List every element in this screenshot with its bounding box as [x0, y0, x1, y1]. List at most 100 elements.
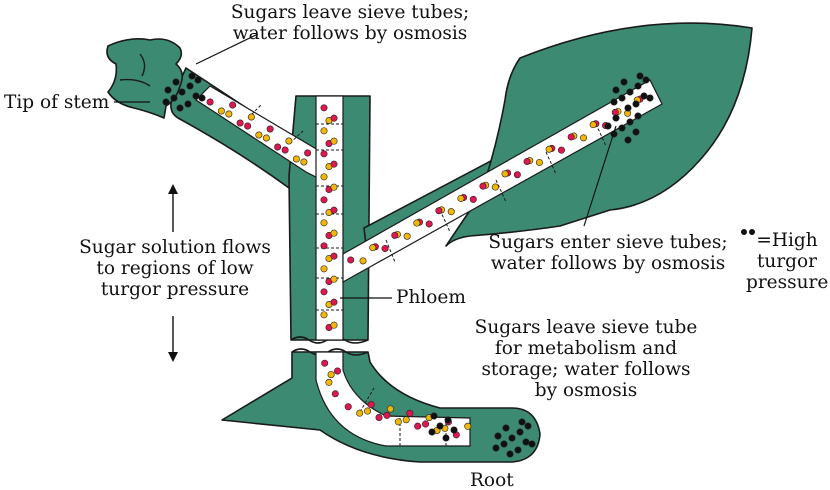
water-dot [620, 78, 628, 86]
water-dot [636, 72, 644, 80]
sugar-dot [281, 146, 289, 154]
sugar-dot [274, 143, 282, 151]
sugar-dot [545, 145, 553, 153]
water-dot [186, 82, 194, 90]
sugar-dot [266, 125, 274, 133]
water-dot [430, 412, 438, 420]
label-sugar-solution-flows: Sugar solution flows to regions of low t… [60, 237, 290, 300]
water-dot [646, 94, 654, 102]
label-line: turgor pressure [100, 279, 250, 300]
sugar-dot [330, 137, 338, 145]
sugar-dot [375, 413, 383, 421]
label-line: by osmosis [534, 380, 638, 401]
sugar-dot [414, 422, 422, 430]
label-sugars-leave-root: Sugars leave sieve tube for metabolism a… [460, 317, 712, 401]
sugar-dot [402, 416, 410, 424]
bud-line [139, 53, 146, 77]
water-dot [508, 434, 516, 442]
sugar-dot [292, 155, 300, 163]
sugar-dot [217, 107, 225, 115]
water-dot [518, 418, 526, 426]
sugar-dot [320, 265, 328, 273]
water-dot [192, 92, 200, 100]
sugar-dot [330, 275, 338, 283]
sugar-dot [491, 183, 499, 191]
label-tip-of-stem: Tip of stem [4, 92, 110, 113]
sieve-tube-main [315, 95, 344, 341]
sugar-dot [236, 119, 244, 127]
sieve-tube-lower [315, 351, 471, 447]
water-dot [632, 100, 640, 108]
water-molecules [162, 72, 654, 458]
sugar-dot [383, 411, 391, 419]
water-dot [604, 122, 612, 130]
label-phloem: Phloem [396, 287, 466, 308]
sugar-dot [469, 195, 477, 203]
sugar-dot [330, 183, 338, 191]
sugar-dot [325, 378, 333, 386]
label-line: =High [756, 230, 818, 251]
water-dot [634, 82, 642, 90]
label-line: for metabolism and [494, 338, 678, 359]
water-dot [194, 76, 202, 84]
label-line: Sugars enter sieve tubes; [488, 232, 728, 253]
bud-line-2 [119, 78, 151, 87]
sugar-dot [327, 371, 335, 379]
sugar-dot [523, 158, 531, 166]
sugar-molecules [206, 95, 644, 439]
water-dot [172, 78, 180, 86]
water-dot [624, 136, 632, 144]
sugar-dot [206, 98, 214, 106]
water-dot [502, 424, 510, 432]
sugar-dot [557, 146, 565, 154]
sugar-dot [589, 121, 597, 129]
sugar-dot [567, 133, 575, 141]
sugar-dot [422, 420, 430, 428]
sugar-dot [320, 219, 328, 227]
label-line: to regions of low [96, 258, 254, 279]
sugar-dot [425, 220, 433, 228]
sugar-dot [381, 245, 389, 253]
sugar-dot [229, 101, 237, 109]
water-dot [524, 422, 532, 430]
water-dot [626, 118, 634, 126]
key-dot-1 [741, 229, 747, 235]
water-dot [506, 450, 514, 458]
flow-arrow-up-head [168, 184, 178, 194]
sugar-dot [580, 134, 588, 142]
sugar-dot [330, 252, 338, 260]
sugar-dot [394, 418, 402, 426]
sugar-dot [479, 182, 487, 190]
water-dot [444, 416, 452, 424]
sugar-dot [359, 257, 367, 265]
sugar-dot [413, 219, 421, 227]
sugar-dot [320, 173, 328, 181]
sugar-dot [369, 244, 377, 252]
sugar-dot [320, 127, 328, 135]
water-dot [428, 428, 436, 436]
water-dot [522, 438, 530, 446]
sugar-dot [320, 242, 328, 250]
sugar-dot [285, 137, 293, 145]
leader-enter-sieve [583, 125, 617, 227]
sugar-dot [364, 407, 372, 415]
sugar-dot [344, 403, 352, 411]
water-dot [624, 104, 632, 112]
sugar-dot [367, 401, 375, 409]
sugar-dot [347, 256, 355, 264]
sugar-dot [330, 160, 338, 168]
sugar-dot [320, 150, 328, 158]
water-dot [184, 100, 192, 108]
sugar-dot [356, 409, 364, 417]
label-line: water follows by osmosis [490, 253, 726, 274]
sugar-dot [247, 113, 255, 121]
sugar-dot [447, 208, 455, 216]
sugar-dot [330, 321, 338, 329]
water-dot [632, 128, 640, 136]
water-dot [492, 444, 500, 452]
key-dot-2 [749, 229, 755, 235]
label-line: turgor [756, 251, 818, 272]
water-dot [176, 104, 184, 112]
